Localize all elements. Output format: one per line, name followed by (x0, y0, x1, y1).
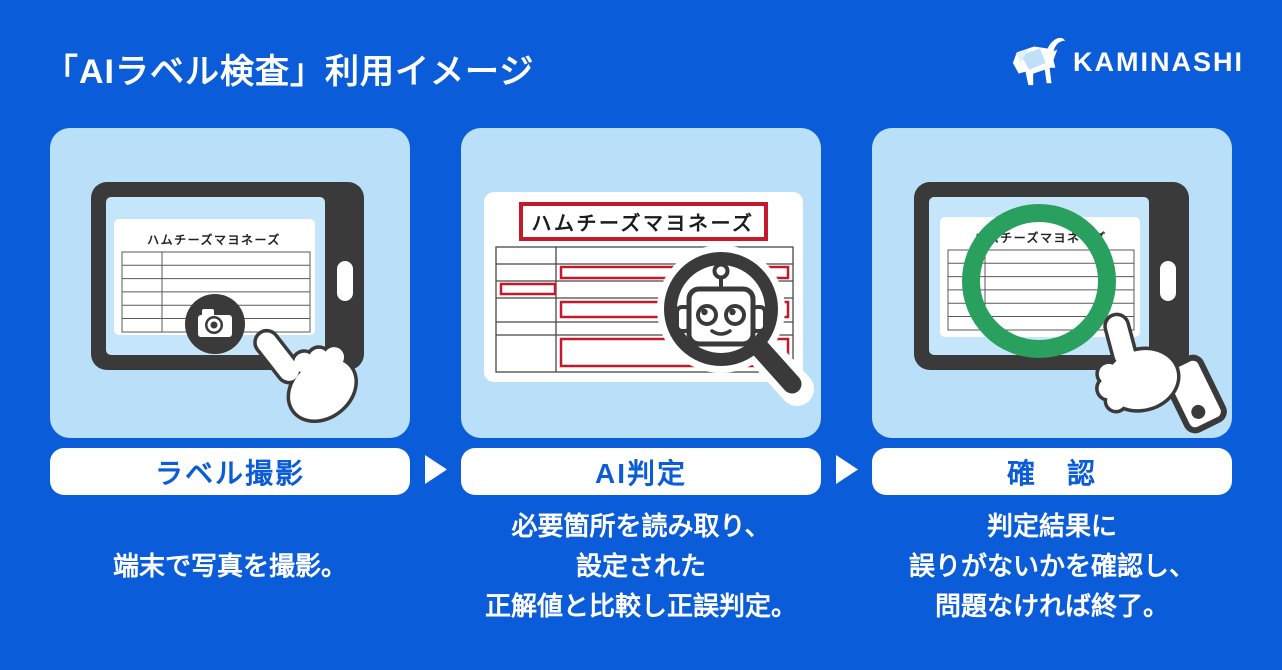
product-label-title: ハムチーズマヨネーズ (147, 232, 281, 247)
kaminashi-logo: KAMINASHI (1009, 34, 1244, 90)
product-label-title: ハムチーズマヨネーズ (973, 230, 1107, 245)
robot-magnifier-icon (657, 245, 814, 406)
product-label-title: ハムチーズマヨネーズ (532, 211, 755, 235)
step-description-ai-judgement: 必要箇所を読み取り、 設定された 正解値と比較し正誤判定。 (461, 505, 821, 627)
description-line: 正解値と比較し正誤判定。 (484, 591, 797, 621)
step-label: 確 認 (1006, 457, 1097, 489)
step-button-confirmation: 確 認 (872, 448, 1232, 495)
flow-arrow-icon (836, 455, 858, 484)
brand-name: KAMINASHI (1073, 46, 1244, 77)
flow-arrow-icon (425, 455, 447, 484)
tablet-ok-illustration: ハムチーズマヨネーズ (914, 182, 1227, 434)
tablet-home-button (337, 261, 353, 301)
label-title-highlight-box (519, 202, 768, 241)
tablet-home-button (1160, 261, 1176, 301)
description-line: 問題なければ終了。 (934, 591, 1169, 621)
product-label-card (114, 219, 315, 335)
step-panel-label-shooting: ハムチーズマヨネーズ (50, 128, 410, 438)
tablet-camera-illustration: ハムチーズマヨネーズ (91, 182, 410, 438)
step-description-confirmation: 判定結果に 誤りがないかを確認し、 問題なければ終了。 (872, 505, 1232, 627)
kaminashi-goat-icon (1012, 37, 1066, 86)
step-label: AI判定 (594, 457, 687, 489)
step-panel-confirmation: ハムチーズマヨネーズ (872, 128, 1232, 438)
step-button-ai-judgement: AI判定 (461, 448, 821, 495)
step-description-label-shooting: 端末で写真を撮影。 (50, 505, 410, 627)
robot-face-icon (675, 262, 767, 347)
description-line: 判定結果に (986, 511, 1117, 541)
description-line: 端末で写真を撮影。 (112, 551, 347, 581)
page-title: 「AIラベル検査」利用イメージ (44, 53, 535, 91)
description-line: 誤りがないかを確認し、 (908, 551, 1195, 581)
ok-circle-icon (962, 204, 1116, 358)
description-line: 設定された (575, 551, 706, 581)
step-label: ラベル撮影 (154, 457, 305, 489)
step-panel-ai-judgement: ハムチーズマヨネーズ (461, 128, 821, 438)
description-line: 必要箇所を読み取り、 (511, 511, 771, 541)
step-button-label-shooting: ラベル撮影 (50, 448, 410, 495)
ai-scan-illustration: ハムチーズマヨネーズ (484, 192, 814, 406)
camera-icon (185, 294, 245, 354)
